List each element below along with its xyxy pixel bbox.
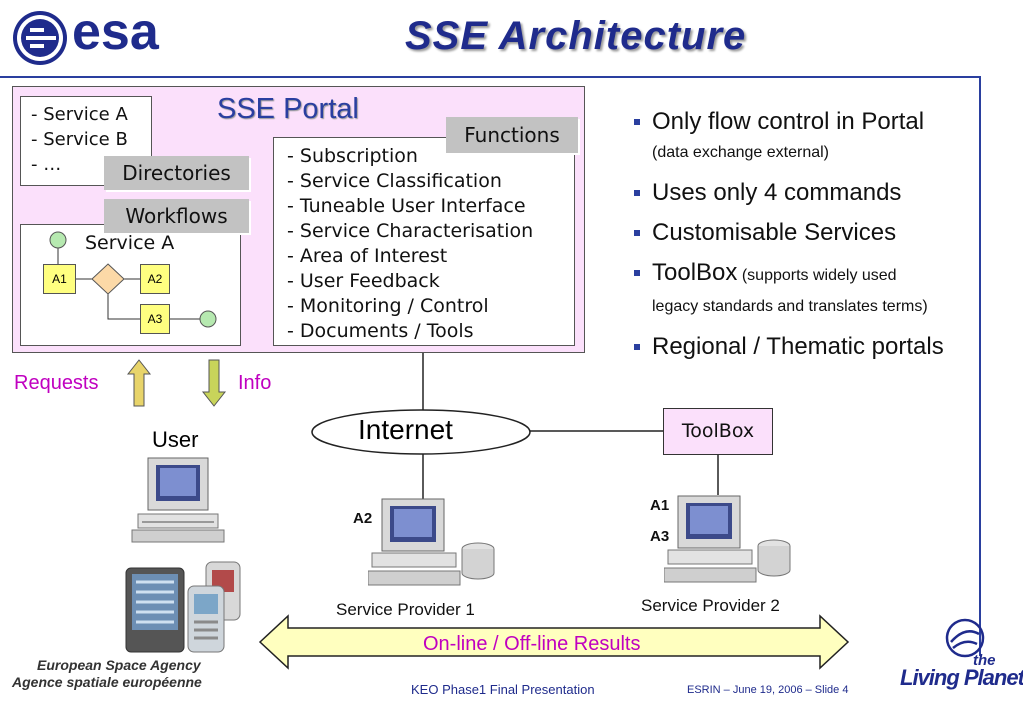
results-label: On-line / Off-line Results: [423, 633, 641, 655]
sse-portal-title: SSE Portal: [217, 93, 359, 125]
handheld-devices-icon: [125, 561, 241, 653]
provider1-server-icon: [368, 498, 495, 586]
service-b-item: - Service B: [31, 129, 128, 150]
internet-ellipse: [311, 409, 531, 455]
provider2-label: Service Provider 2: [641, 596, 780, 615]
requests-label: Requests: [14, 372, 99, 394]
service-a-item: - Service A: [31, 104, 128, 125]
provider2-tag-a1: A1: [650, 497, 670, 514]
provider2-tag-a3: A3: [650, 528, 670, 545]
user-computer-icon: [131, 457, 225, 543]
function-user-feedback: - User Feedback: [287, 270, 440, 292]
bullet-flow-control: Only flow control in Portal (data exchan…: [634, 108, 979, 167]
bullet-customisable: Customisable Services: [634, 219, 979, 247]
esa-logo: esa: [8, 3, 193, 68]
functions-box: [273, 137, 575, 346]
feature-bullets: Only flow control in Portal (data exchan…: [634, 108, 979, 373]
workflow-node-a1-label: A1: [52, 272, 67, 286]
user-label: User: [152, 427, 199, 452]
frame-line-right: [979, 76, 981, 656]
bullet-commands: Uses only 4 commands: [634, 179, 979, 207]
info-label: Info: [238, 372, 272, 394]
bullet-toolbox-note: legacy standards and translates terms): [652, 298, 928, 315]
directories-tag: Directories: [104, 156, 249, 190]
brand-the: the: [973, 652, 996, 669]
esa-logo-icon: [13, 11, 67, 65]
footer-slide-info: ESRIN – June 19, 2006 – Slide 4: [687, 684, 849, 696]
workflow-diagram: [49, 231, 217, 328]
functions-tag: Functions: [446, 117, 578, 153]
esa-wordmark: esa: [72, 3, 159, 61]
function-monitoring: - Monitoring / Control: [287, 295, 489, 317]
workflow-end-node: [199, 310, 217, 328]
brand-living-planet: Living Planet: [900, 665, 1023, 690]
function-classification: - Service Classification: [287, 170, 502, 192]
provider1-tag: A2: [353, 510, 373, 527]
function-area-of-interest: - Area of Interest: [287, 245, 448, 267]
provider1-label: Service Provider 1: [336, 600, 475, 619]
workflow-node-a2-label: A2: [147, 272, 163, 286]
workflow-decision-node: [91, 263, 125, 295]
down-arrow-icon: [201, 359, 227, 407]
function-tuneable-ui: - Tuneable User Interface: [287, 195, 526, 217]
page-title: SSE Architecture: [405, 14, 747, 58]
footer-presentation: KEO Phase1 Final Presentation: [411, 682, 595, 697]
service-more-item: - …: [31, 154, 62, 175]
function-documents: - Documents / Tools: [287, 320, 474, 342]
living-planet-emblem-icon: [945, 618, 985, 658]
results-double-arrow: [258, 614, 850, 670]
frame-line-top: [0, 76, 980, 78]
function-subscription: - Subscription: [287, 145, 418, 167]
function-characterisation: - Service Characterisation: [287, 220, 534, 242]
workflow-node-a3: A3: [140, 304, 170, 334]
internet-label: Internet: [358, 414, 453, 445]
toolbox-box: ToolBox: [663, 408, 773, 455]
agency-name-en: European Space Agency: [37, 657, 201, 673]
workflow-node-a1: A1: [43, 264, 76, 294]
bullet-toolbox: ToolBox (supports widely used legacy sta…: [634, 259, 979, 321]
workflow-title: Service A: [85, 232, 175, 254]
bullet-portals: Regional / Thematic portals: [634, 333, 979, 361]
provider2-server-icon: [664, 495, 791, 583]
bullet-flow-control-note: (data exchange external): [652, 144, 829, 161]
workflow-start-node: [49, 231, 67, 249]
up-arrow-icon: [126, 359, 152, 407]
toolbox-label: ToolBox: [681, 420, 755, 442]
agency-name-fr: Agence spatiale européenne: [12, 674, 202, 690]
workflow-node-a2: A2: [140, 264, 170, 294]
functions-list: - Subscription - Service Classification …: [287, 144, 533, 344]
workflows-tag: Workflows: [104, 199, 249, 233]
workflow-node-a3-label: A3: [147, 312, 163, 326]
services-list-box: - Service A - Service B - …: [20, 96, 152, 186]
